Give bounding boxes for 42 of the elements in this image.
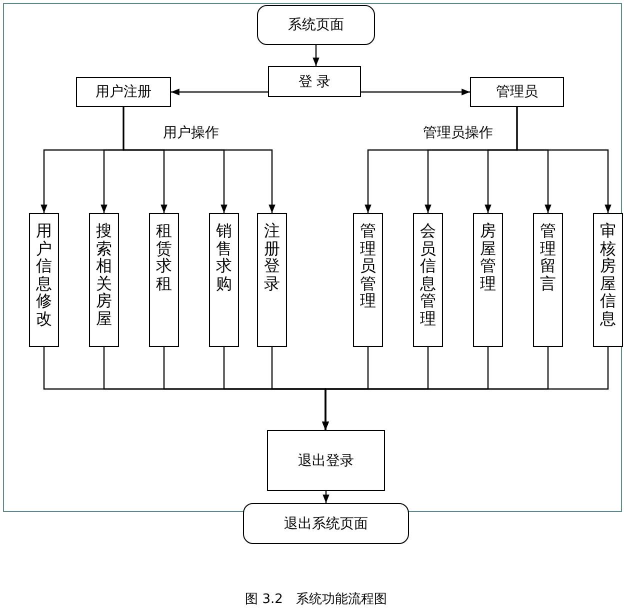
arrow [122, 107, 276, 213]
node-label: 租赁求租 [156, 222, 172, 292]
process-box [209, 213, 239, 347]
group-label: 管理员操作 [423, 124, 493, 142]
node-label: 登 录 [298, 72, 331, 90]
process-box [470, 77, 564, 107]
node-label: 注册登录 [264, 222, 280, 292]
node-label: 用户信息修改 [36, 222, 52, 328]
node-label: 退出系统页面 [284, 514, 368, 532]
figure-caption: 图 3.2 系统功能流程图 [244, 591, 388, 608]
process-box [268, 66, 361, 97]
node-label: 会员信息管理 [420, 222, 436, 328]
node-label: 搜索相关房屋 [96, 222, 112, 328]
process-box [353, 213, 383, 347]
process-box [533, 213, 563, 347]
node-label: 退出登录 [298, 452, 354, 470]
node-label: 管理员 [496, 83, 538, 101]
arrow [516, 107, 612, 213]
arrow [322, 347, 609, 430]
node-label: 用户注册 [96, 83, 152, 101]
node-label: 管理留言 [540, 222, 556, 292]
process-box [413, 213, 443, 347]
process-box [149, 213, 179, 347]
node-label: 审核房屋信息 [600, 222, 616, 328]
process-box [89, 213, 119, 347]
node-label: 管理员管理 [360, 222, 376, 310]
node-label: 系统页面 [288, 16, 344, 34]
process-box [267, 430, 385, 491]
arrow [361, 88, 470, 96]
process-box [76, 77, 171, 107]
arrow [322, 491, 330, 503]
process-box [473, 213, 503, 347]
arrow [171, 88, 268, 96]
node-label: 房屋管理 [480, 222, 496, 292]
process-box [29, 213, 59, 347]
process-box [257, 213, 287, 347]
terminal-box [257, 5, 375, 45]
terminal-box [243, 503, 409, 544]
process-box [593, 213, 623, 347]
node-label: 销售求购 [216, 222, 232, 292]
arrow [312, 45, 320, 66]
group-label: 用户操作 [163, 124, 219, 142]
